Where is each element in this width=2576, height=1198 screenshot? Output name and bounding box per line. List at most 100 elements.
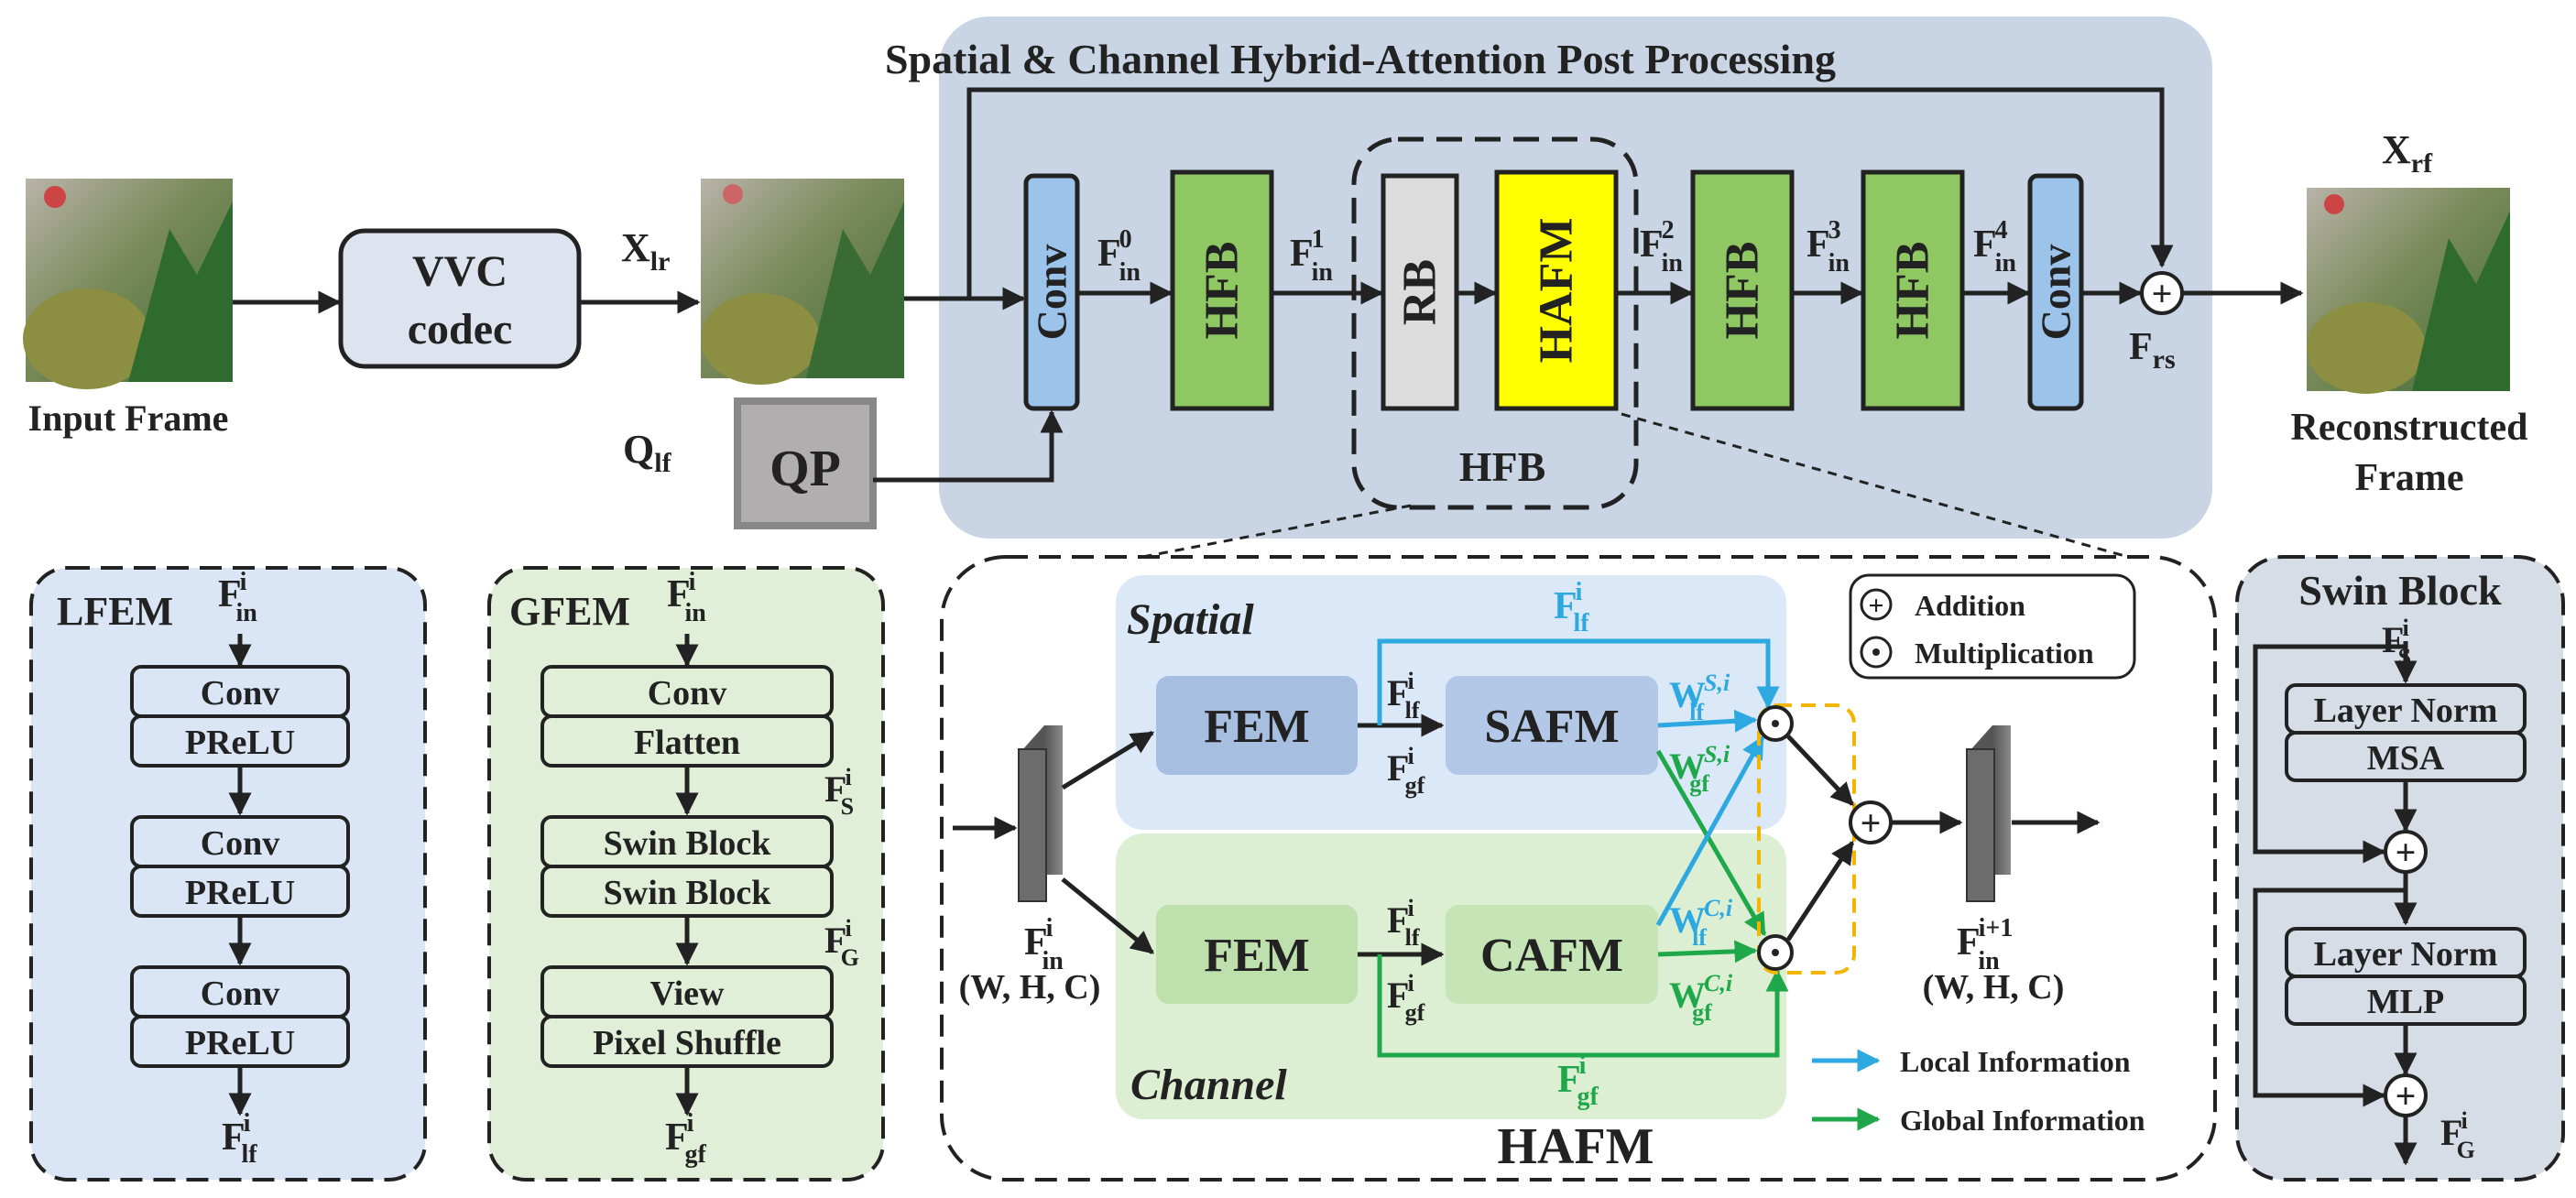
conv-block-1: Conv <box>1023 173 1080 411</box>
xrf-label: Xrf <box>2382 127 2433 179</box>
xlr-label: Xlr <box>621 225 670 277</box>
fusion-dashed-box <box>1757 703 1856 975</box>
hfb-block-1: HFB <box>1170 169 1274 411</box>
gfem-block-label-4: Swin Block <box>604 874 772 912</box>
swin-block-label-2: MSA <box>2367 739 2445 778</box>
arrow-qp-conv <box>873 409 1064 483</box>
hfb-block-2: HFB <box>1690 169 1795 411</box>
conv-label-2: Conv <box>2033 245 2079 341</box>
zoom-line-right <box>1621 412 2135 561</box>
flf-bypass-arrow <box>1377 638 1780 725</box>
codec-line1: VVC <box>412 247 508 296</box>
conv-block-2: Conv <box>2027 173 2084 411</box>
swin-block-2 <box>2285 731 2527 782</box>
arrow-mul-channel-add <box>1785 840 1855 942</box>
fgf-bypass-arrow <box>1377 954 1789 1058</box>
w-c-local-arrow <box>1655 735 1765 927</box>
w-s-global-arrow <box>1655 749 1767 937</box>
multiply-node-spatial <box>1757 705 1794 742</box>
cafm-label: CAFM <box>1480 930 1623 982</box>
hafm-block: HAFM <box>1494 169 1619 411</box>
legend-box <box>1849 573 2136 680</box>
swin-title: Swin Block <box>2298 567 2502 614</box>
gfem-block-label-5: View <box>650 975 725 1013</box>
spatial-label: Spatial <box>1127 595 1254 644</box>
swin-block-4 <box>2285 975 2527 1026</box>
zoom-line-left <box>988 504 1412 588</box>
hafm-title: HAFM <box>1497 1118 1654 1175</box>
hafm-label: HAFM <box>1531 218 1583 364</box>
add-node-main: + <box>2140 271 2184 315</box>
recon-label-line1: Reconstructed <box>2291 407 2528 449</box>
legend-multiply-icon <box>1860 636 1893 669</box>
lfem-block-label-4: PReLU <box>185 874 295 912</box>
global-skip-connection <box>966 87 2174 299</box>
lfem-block-label-1: Conv <box>201 674 280 713</box>
arrow-tensor-channel-fem <box>1061 877 1154 954</box>
lfem-block-label-6: PReLU <box>185 1024 295 1062</box>
hfb-block-3: HFB <box>1861 169 1965 411</box>
swin-skip-2 <box>2253 888 2406 1107</box>
add-node-hafm: + <box>1849 800 1893 844</box>
hfb-group-outline <box>1351 136 1639 510</box>
channel-label: Channel <box>1130 1061 1287 1109</box>
svg-text:+: + <box>1868 591 1883 621</box>
channel-fem-label: FEM <box>1204 930 1310 982</box>
swin-add-node-1: + <box>2384 830 2428 874</box>
hafm-output-tensor <box>1966 725 2011 902</box>
hafm-input-tensor <box>1018 725 1063 902</box>
legend-multiply-label: Multiplication <box>1915 637 2094 670</box>
hfb-label-1: HFB <box>1196 242 1249 340</box>
add-symbol-hafm: + <box>1861 802 1882 844</box>
legend-add-label: Addition <box>1915 589 2025 622</box>
swin-block-label-3: Layer Norm <box>2314 935 2498 974</box>
reconstructed-frame-image <box>2307 188 2510 394</box>
legend-local-label: Local Information <box>1900 1045 2131 1078</box>
swin-add-node-2: + <box>2384 1073 2428 1117</box>
svg-text:+: + <box>2396 832 2417 873</box>
hfb-label-2: HFB <box>1717 242 1769 340</box>
main-panel-title: Spatial & Channel Hybrid-Attention Post … <box>885 36 1836 82</box>
svg-text:+: + <box>2396 1075 2417 1116</box>
swin-skip-1 <box>2253 644 2406 864</box>
channel-fem-block <box>1156 905 1358 1004</box>
hfb-group-label: HFB <box>1459 443 1546 490</box>
legend-add-icon: + <box>1860 588 1893 621</box>
recon-label-line2: Frame <box>2355 457 2464 499</box>
arrow-mul-spatial-add <box>1786 735 1854 806</box>
spatial-fem-block <box>1156 676 1358 775</box>
vvc-codec-block: VVC codec <box>338 228 582 369</box>
swin-panel: Swin Block FiS + + FiG <box>2235 555 2565 1182</box>
codec-line2: codec <box>408 305 513 354</box>
lfem-title: LFEM <box>57 589 173 634</box>
gfem-block-label-2: Flatten <box>634 724 740 762</box>
swin-block-label-1: Layer Norm <box>2314 692 2498 730</box>
swin-block-label-4: MLP <box>2367 983 2444 1021</box>
lfem-block-label-5: Conv <box>201 975 280 1013</box>
hafm-output-shape: (W, H, C) <box>1923 968 2065 1007</box>
multiply-node-channel <box>1757 934 1794 971</box>
